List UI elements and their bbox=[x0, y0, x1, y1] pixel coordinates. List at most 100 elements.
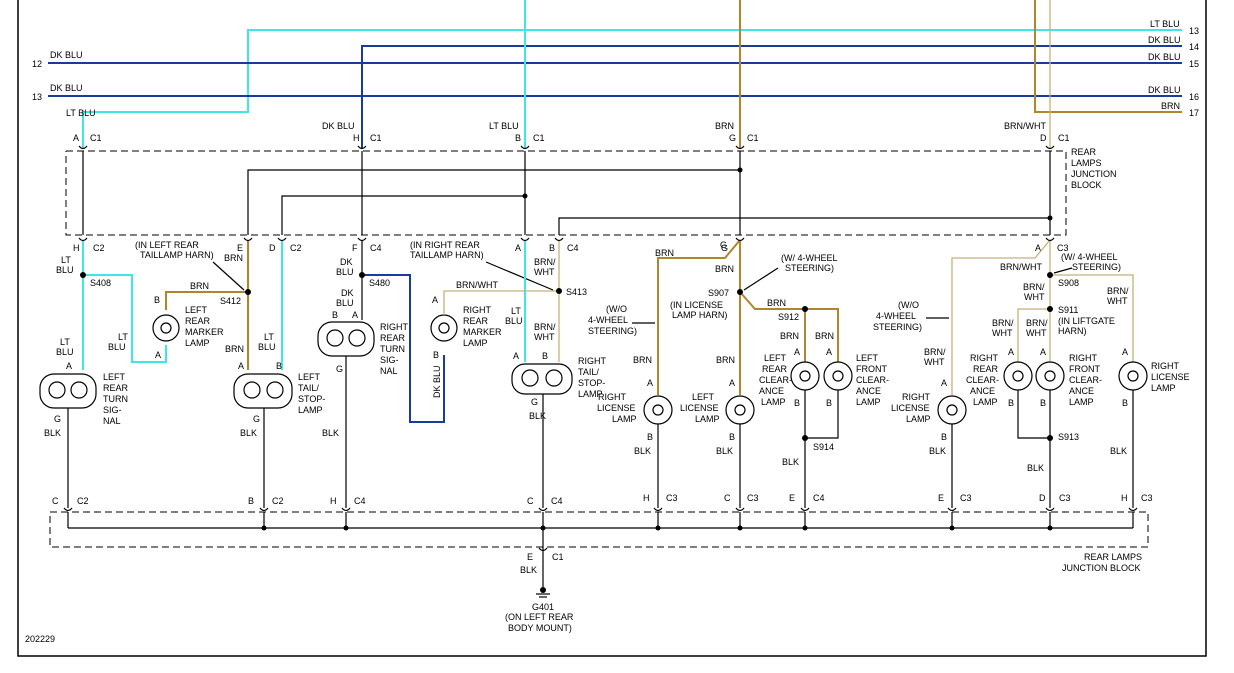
top-wire-num: 14 bbox=[1189, 42, 1199, 52]
wire-label: BRN/WHT bbox=[992, 318, 1014, 338]
pin-label: A bbox=[515, 243, 521, 253]
pin-label: F bbox=[352, 243, 358, 253]
wire-label: LT BLU bbox=[489, 121, 519, 131]
junction-dot bbox=[1047, 215, 1053, 221]
pin-label: B bbox=[941, 432, 947, 442]
diagram-frame bbox=[17, 0, 1207, 657]
junction-dot bbox=[737, 525, 743, 531]
pin-label: D bbox=[1039, 493, 1046, 503]
wire-label: BRN/WHT bbox=[1004, 121, 1046, 131]
wire-label: BRN bbox=[767, 298, 786, 308]
top-wire-label: DK BLU bbox=[1148, 35, 1181, 45]
bulb-filament-icon bbox=[734, 404, 746, 416]
junction-dot bbox=[261, 525, 267, 531]
bulb-filament-icon bbox=[1127, 370, 1139, 382]
wire-label: BLK bbox=[322, 428, 339, 438]
pin-label: H bbox=[1121, 493, 1128, 503]
pin-label: A bbox=[73, 133, 79, 143]
wire-dk-blu bbox=[362, 274, 445, 423]
pin-label: B bbox=[154, 295, 160, 305]
pin-label: A bbox=[1008, 347, 1014, 357]
ground-id: G401 bbox=[532, 602, 554, 612]
splice-dot bbox=[1047, 435, 1053, 441]
wire-label: BRN bbox=[716, 355, 735, 365]
splice-label: S908 bbox=[1058, 278, 1079, 288]
connector-pin-icon bbox=[538, 507, 548, 512]
conn-label: C3 bbox=[1057, 243, 1069, 253]
pin-label: B bbox=[794, 398, 800, 408]
conn-label: C3 bbox=[666, 493, 678, 503]
splice-label: S413 bbox=[566, 287, 587, 297]
bulb-filament-icon bbox=[1044, 370, 1056, 382]
wire-label: LT BLU bbox=[66, 108, 96, 118]
conn-label: C1 bbox=[370, 133, 382, 143]
conn-label: C3 bbox=[747, 493, 759, 503]
wire-label: BLK bbox=[1027, 463, 1044, 473]
junction-dot bbox=[655, 525, 661, 531]
wire-label: BRN bbox=[655, 248, 674, 258]
wire-brn-17 bbox=[1034, 0, 1182, 113]
wire-label: BRN/WHT bbox=[1107, 286, 1129, 306]
splice-dot bbox=[359, 272, 365, 278]
pin-label: H bbox=[330, 496, 337, 506]
pin-label: A bbox=[794, 347, 800, 357]
bulb-icon bbox=[48, 381, 66, 399]
connector-pin-icon bbox=[78, 145, 88, 150]
connector-pin-icon bbox=[243, 237, 253, 242]
connector-pin-icon bbox=[538, 547, 548, 552]
wire-label: BLK bbox=[782, 457, 799, 467]
c1-pins: LT BLU A C1 DK BLU H C1 LT BLU B C1 BRN … bbox=[66, 108, 1070, 143]
connector-pin-icon bbox=[277, 237, 287, 242]
splice-label: S480 bbox=[369, 278, 390, 288]
left-wire-num: 12 bbox=[32, 59, 42, 69]
pin-label: G bbox=[531, 397, 538, 407]
pin-label: E bbox=[237, 243, 243, 253]
splice-label: S412 bbox=[220, 296, 241, 306]
bulb-icon bbox=[521, 369, 539, 387]
conn-label: C4 bbox=[567, 243, 579, 253]
wire-label: BLK bbox=[1110, 446, 1127, 456]
wire-label: BRN bbox=[815, 331, 834, 341]
pointer-arrow bbox=[743, 267, 779, 291]
bulb-filament-icon bbox=[946, 404, 958, 416]
pin-label: E bbox=[789, 493, 795, 503]
lamp-housing-icon bbox=[511, 363, 573, 395]
wire-blk bbox=[805, 390, 839, 439]
connector-pin-icon bbox=[520, 237, 530, 242]
conn-label: C2 bbox=[77, 496, 89, 506]
pin-label: A bbox=[513, 351, 519, 361]
bulb-filament-icon bbox=[160, 322, 172, 334]
wire-lt-blu bbox=[83, 274, 167, 363]
pin-label: E bbox=[938, 493, 944, 503]
wire-label: BRN/WHT bbox=[1026, 318, 1048, 338]
pointer-arrow bbox=[1053, 267, 1073, 274]
bulb-filament-icon bbox=[652, 404, 664, 416]
pointer-arrow bbox=[212, 261, 245, 291]
bulb-icon bbox=[266, 381, 284, 399]
conn-label: C4 bbox=[354, 496, 366, 506]
wire-lt-blu-13 bbox=[82, 29, 1182, 148]
connector-pin-icon bbox=[1045, 237, 1055, 242]
pin-label: A bbox=[352, 310, 358, 320]
wire-label: BRN bbox=[225, 344, 244, 354]
connector-pin-icon bbox=[63, 507, 73, 512]
wire-label: BRN bbox=[780, 331, 799, 341]
conn-label: C2 bbox=[290, 243, 302, 253]
block-outline bbox=[49, 511, 1149, 548]
top-wire-label: BRN bbox=[1161, 101, 1180, 111]
wire-label: BLK bbox=[240, 428, 257, 438]
connector-caps bbox=[63, 145, 1138, 552]
pin-label: B bbox=[549, 243, 555, 253]
